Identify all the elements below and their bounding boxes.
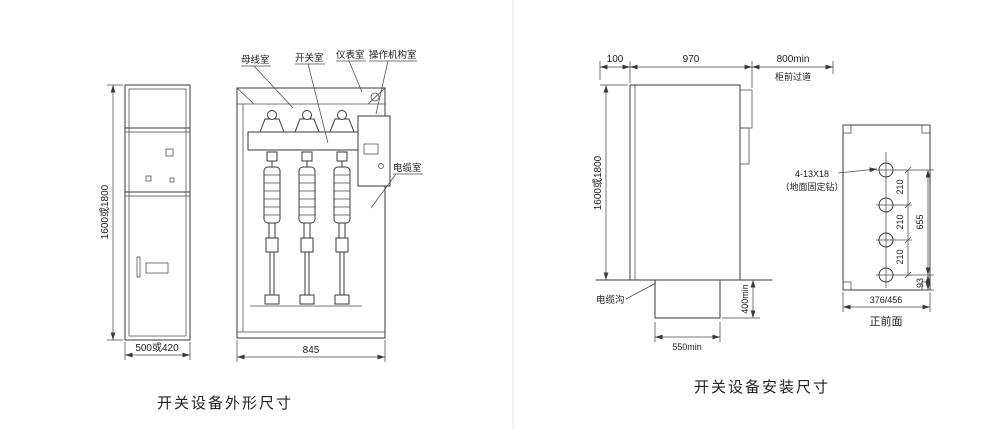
caption-outline-drawing: 开关设备外形尺寸: [157, 395, 293, 412]
label-cable-trench: 电缆沟: [596, 294, 625, 306]
dim-hole-pitch-1: 210: [895, 179, 905, 194]
label-front-face: 正前面: [870, 314, 903, 328]
dim-hole-span: 655: [915, 214, 925, 229]
dim-rear-clearance: 100: [607, 54, 624, 65]
install-side-view: [629, 84, 753, 281]
figure-outline: 1600或1800 500或420 母: [99, 49, 423, 412]
dim-edge-offset: 93: [915, 278, 925, 288]
install-height-dimension: 1600或1800: [592, 84, 628, 281]
figure-install: 100 970 800min 柜前过道 1600或1800 电缆沟 550min: [592, 54, 934, 396]
label-anchor-holes-note: （地面固定钻）: [780, 181, 843, 192]
dim-cabinet-width: 500或420: [135, 342, 179, 354]
label-anchor-holes: 4-13X18: [795, 169, 829, 179]
dim-hole-pitch-2: 210: [895, 214, 905, 229]
busbar-compartment: [247, 131, 363, 151]
side-view-dimensions: 845: [236, 340, 386, 362]
dim-install-depth: 970: [683, 54, 700, 65]
anchor-hole-callout: 4-13X18 （地面固定钻）: [780, 167, 878, 192]
dim-plan-width: 376/456: [870, 295, 903, 305]
label-cable-room: 电缆室: [393, 162, 422, 174]
dim-trench-width: 550min: [672, 342, 702, 352]
caption-install-drawing: 开关设备安装尺寸: [694, 379, 830, 396]
front-view-cabinet: [124, 84, 191, 341]
install-top-dimensions: 100 970 800min 柜前过道: [599, 54, 834, 88]
install-plan-view: [842, 124, 931, 291]
dim-front-aisle: 800min: [777, 54, 810, 65]
plan-width-dimension: 376/456 正前面: [842, 292, 931, 328]
side-view-cabinet: [236, 87, 391, 339]
label-busbar-room: 母线室: [241, 54, 270, 66]
dim-trench-depth: 400min: [740, 284, 750, 314]
dim-cabinet-height: 1600或1800: [99, 184, 111, 239]
mechanism-box: [357, 115, 391, 187]
interrupter-pole: [333, 151, 351, 305]
floor-and-cable-trench: 电缆沟: [595, 279, 773, 319]
label-mechanism-room: 操作机构室: [369, 49, 417, 61]
label-front-aisle: 柜前过道: [775, 71, 811, 82]
compartment-labels: 母线室 开关室 仪表室 操作机构室 电缆室: [241, 49, 423, 209]
dim-cabinet-depth: 845: [303, 345, 320, 356]
dim-hole-pitch-3: 210: [895, 249, 905, 264]
label-instrument-room: 仪表室: [336, 49, 365, 61]
interrupter-pole: [298, 151, 316, 305]
plan-pitch-dimensions: 210 210 210 655 93: [895, 166, 934, 291]
interrupter-pole: [263, 151, 281, 305]
label-switch-room: 开关室: [295, 52, 324, 64]
front-view-dimensions: 1600或1800 500或420: [99, 84, 191, 360]
dim-install-height: 1600或1800: [592, 155, 604, 210]
trench-dimensions: 550min 400min: [654, 280, 760, 352]
